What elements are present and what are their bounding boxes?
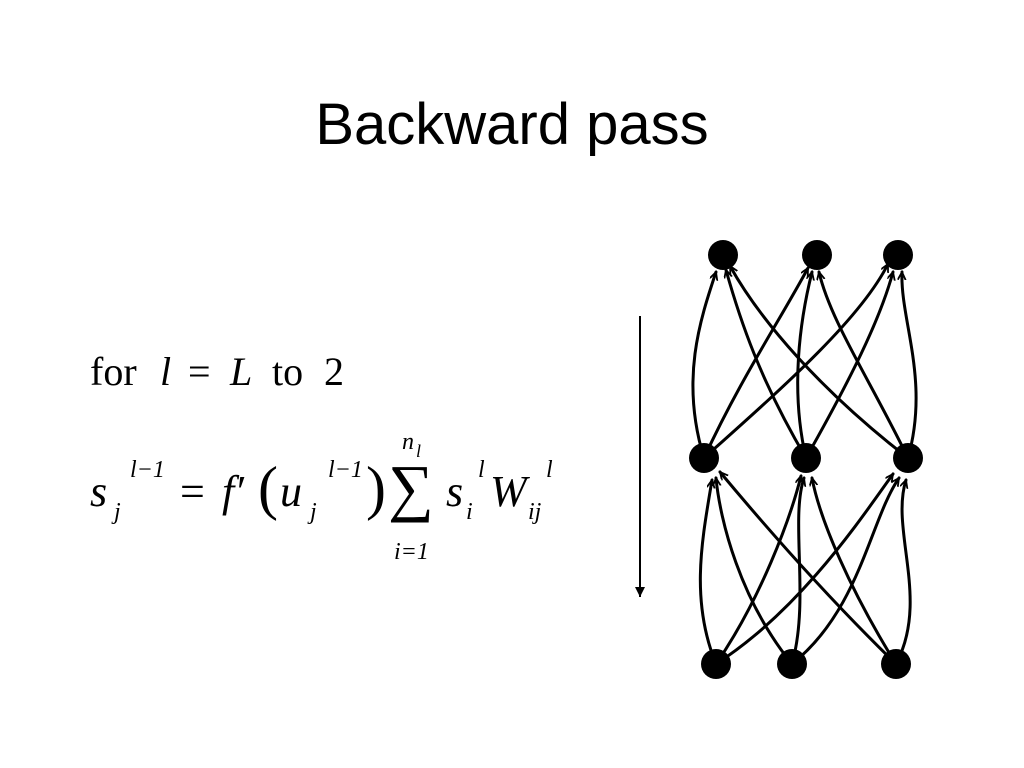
node-bottom-1 xyxy=(701,649,731,679)
eq-sum-upper-limit-sub: l xyxy=(416,441,422,461)
edge-middle1-top2 xyxy=(702,268,810,460)
eq-s-lhs-subscript: j xyxy=(114,499,121,525)
loop-variable-L: L xyxy=(230,349,253,394)
edge-middle2-top3 xyxy=(804,272,893,460)
edge-bottom3-middle2 xyxy=(812,478,898,666)
edge-bottom1-middle1 xyxy=(698,480,718,666)
eq-u-superscript: l−1 xyxy=(328,457,363,483)
edge-bottom1-middle3 xyxy=(714,474,895,666)
eq-open-paren: ( xyxy=(258,455,278,521)
eq-u: u xyxy=(280,467,302,516)
eq-W-subscript: ij xyxy=(528,499,542,525)
node-bottom-3 xyxy=(881,649,911,679)
eq-summation-sign: ∑ xyxy=(388,452,434,523)
eq-close-paren: ) xyxy=(366,455,386,521)
edge-middle3-top1 xyxy=(728,266,910,460)
loop-to-word: to xyxy=(272,349,304,394)
edge-middle3-top3 xyxy=(902,272,918,460)
eq-s-rhs-subscript: i xyxy=(466,499,473,525)
loop-end-value: 2 xyxy=(324,349,344,394)
eq-f-prime: f′ xyxy=(222,467,244,516)
eq-s-lhs: s xyxy=(90,467,108,516)
edge-bottom2-middle2 xyxy=(790,478,804,666)
edge-middle2-top1 xyxy=(726,270,808,460)
loop-equals-sign: = xyxy=(188,349,211,394)
node-middle-1 xyxy=(689,443,719,473)
node-top-3 xyxy=(883,240,913,270)
edge-bottom2-middle3 xyxy=(790,478,901,666)
node-bottom-2 xyxy=(777,649,807,679)
edge-bottom3-middle3 xyxy=(894,480,912,666)
eq-s-lhs-superscript: l−1 xyxy=(130,457,165,483)
node-middle-3 xyxy=(893,443,923,473)
edge-bottom1-middle2 xyxy=(714,476,801,666)
eq-sum-upper-limit-n: n xyxy=(402,429,414,455)
loop-for-word: for xyxy=(90,349,137,394)
eq-equals-sign: = xyxy=(180,467,205,516)
edge-bottom2-middle1 xyxy=(716,478,794,666)
edge-middle1-top1 xyxy=(691,272,716,460)
eq-s-rhs: s xyxy=(446,467,464,516)
eq-u-subscript: j xyxy=(310,499,317,525)
node-top-1 xyxy=(708,240,738,270)
edge-middle2-top2 xyxy=(796,272,812,460)
edge-middle3-top2 xyxy=(819,272,910,460)
node-top-2 xyxy=(802,240,832,270)
edge-bottom3-middle1 xyxy=(718,472,898,666)
slide-title: Backward pass xyxy=(315,92,709,157)
eq-W: W xyxy=(490,467,527,516)
edge-middle1-top3 xyxy=(702,264,890,460)
loop-variable-l: l xyxy=(160,349,172,394)
eq-W-superscript: l xyxy=(546,457,553,483)
eq-sum-lower-limit: i=1 xyxy=(394,539,429,565)
eq-s-rhs-superscript: l xyxy=(478,457,485,483)
node-middle-2 xyxy=(791,443,821,473)
